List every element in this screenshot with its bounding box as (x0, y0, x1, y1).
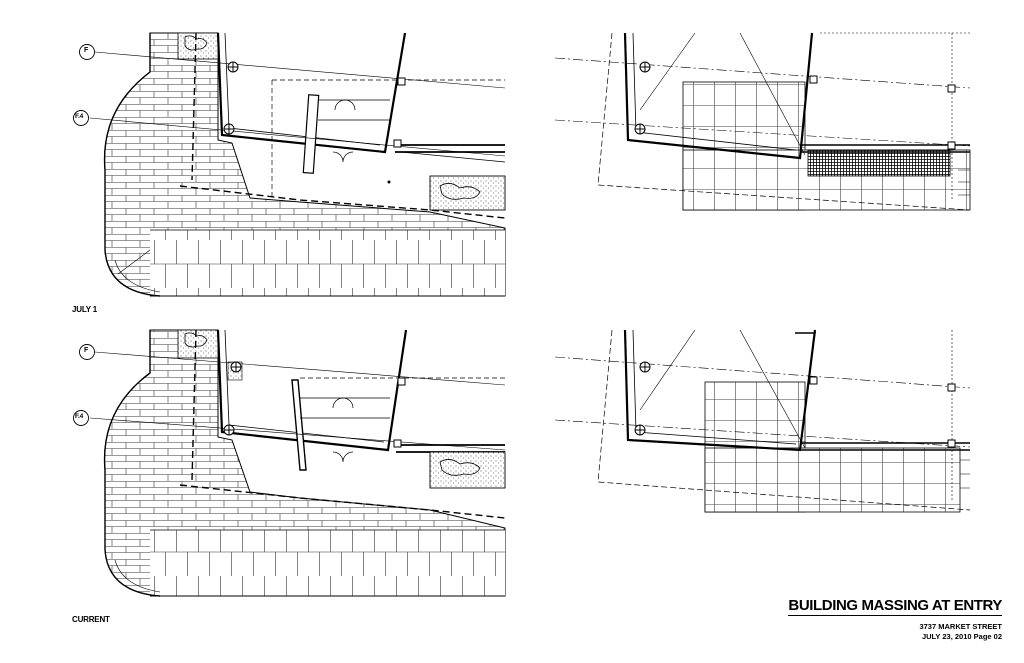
project-name: 3737 MARKET STREET (919, 622, 1002, 631)
sheet-title: BUILDING MASSING AT ENTRY (788, 597, 1002, 616)
gridline-f4-label: F.4 (75, 413, 84, 420)
plan-label-july1: JULY 1 (72, 305, 98, 314)
plan-july1-right (554, 32, 971, 211)
plan-july1-left (89, 32, 506, 297)
date-page: JULY 23, 2010 Page 02 (921, 632, 1002, 641)
gridline-bubbles (73, 44, 95, 426)
gridline-f4-label: F.4 (75, 113, 84, 120)
plan-current-left (89, 329, 506, 597)
gridline-f-label: F (84, 347, 89, 354)
plan-label-current: CURRENT (72, 615, 110, 624)
gridline-f-label: F (84, 47, 89, 54)
plan-current-right (554, 329, 971, 513)
